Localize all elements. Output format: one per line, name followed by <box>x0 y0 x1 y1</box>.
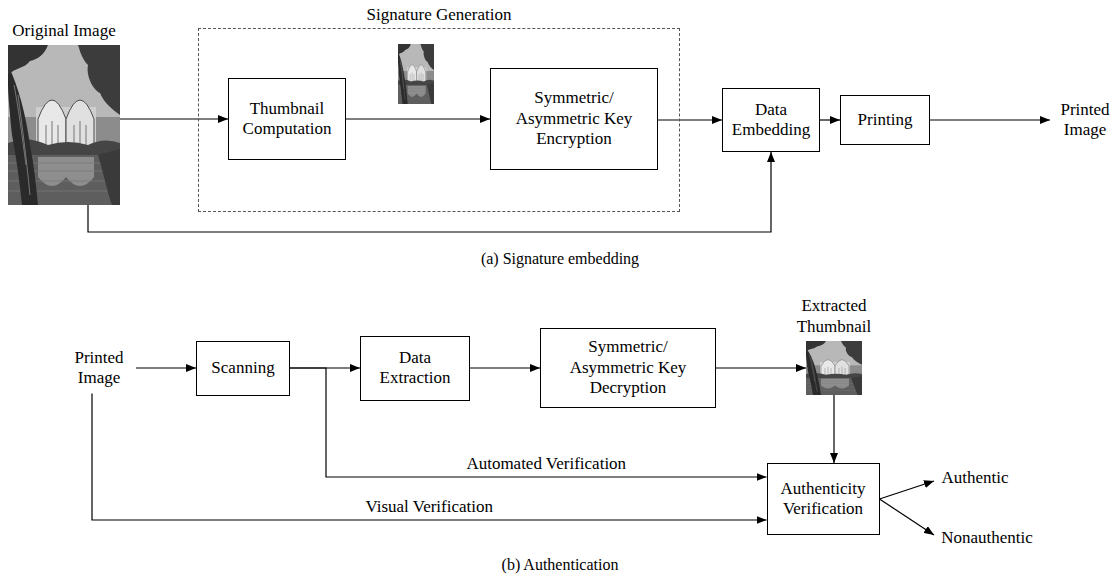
terminal-text: Authentic <box>940 468 1010 489</box>
arrow-connector <box>833 395 834 463</box>
arrow-connector <box>88 152 771 232</box>
node-heading: Original Image <box>4 21 124 41</box>
terminal-text: Nonauthentic <box>940 528 1034 549</box>
node-label: Printed Image <box>1057 100 1113 141</box>
process-box: Authenticity Verification <box>767 463 880 535</box>
arrow-connector <box>930 119 1050 120</box>
arrow-connector <box>716 367 806 368</box>
process-box: Data Embedding <box>722 88 820 152</box>
arrow-connector <box>880 499 935 535</box>
node-label: Nonauthentic <box>941 528 1033 548</box>
node-heading: Extracted Thumbnail <box>786 296 882 337</box>
process-box: Data Extraction <box>360 336 470 401</box>
figure-caption: (a) Signature embedding <box>481 250 639 268</box>
connector-label: Visual Verification <box>362 497 496 517</box>
node-label: Data Embedding <box>731 100 811 141</box>
photo-node: Original Image <box>8 45 120 205</box>
figure-caption: (b) Authentication <box>502 556 619 574</box>
arrow-connector <box>820 119 840 120</box>
connector-group <box>88 119 1050 535</box>
node-label: Printing <box>858 110 913 130</box>
dashed-group-box: Signature GenerationThumbnail Computatio… <box>198 28 680 212</box>
terminal-text: Printed Image <box>68 348 130 389</box>
node-label: Data Extraction <box>370 348 460 389</box>
terminal-text: Printed Image <box>1056 100 1114 141</box>
arrow-connector <box>470 367 540 368</box>
process-box: Printing <box>840 95 930 145</box>
node-label: Thumbnail Computation <box>237 99 337 140</box>
process-box: Scanning <box>196 341 290 396</box>
process-box: Symmetric/ Asymmetric Key Encryption <box>490 68 658 170</box>
thumbnail-photo <box>398 44 434 104</box>
arrow-connector <box>658 119 722 120</box>
node-label: Printed Image <box>69 348 129 389</box>
arrow-connector <box>120 118 228 119</box>
node-label: Authentic <box>941 468 1008 488</box>
arrow-connector <box>346 118 490 119</box>
node-label: Authenticity Verification <box>776 479 871 520</box>
photo-node: Extracted Thumbnail <box>806 341 862 395</box>
arrow-connector <box>136 367 196 368</box>
node-label: Scanning <box>211 358 274 378</box>
node-heading: Signature Generation <box>289 5 589 25</box>
arrow-connector <box>92 394 767 521</box>
process-box: Symmetric/ Asymmetric Key Decryption <box>540 328 716 408</box>
node-label: Symmetric/ Asymmetric Key Decryption <box>563 337 693 398</box>
process-box: Thumbnail Computation <box>228 78 346 160</box>
node-label: Symmetric/ Asymmetric Key Encryption <box>509 88 639 149</box>
extracted-thumbnail-photo <box>806 341 862 395</box>
connector-label: Automated Verification <box>463 454 629 474</box>
original-photo <box>8 45 120 205</box>
arrow-connector <box>880 481 935 499</box>
